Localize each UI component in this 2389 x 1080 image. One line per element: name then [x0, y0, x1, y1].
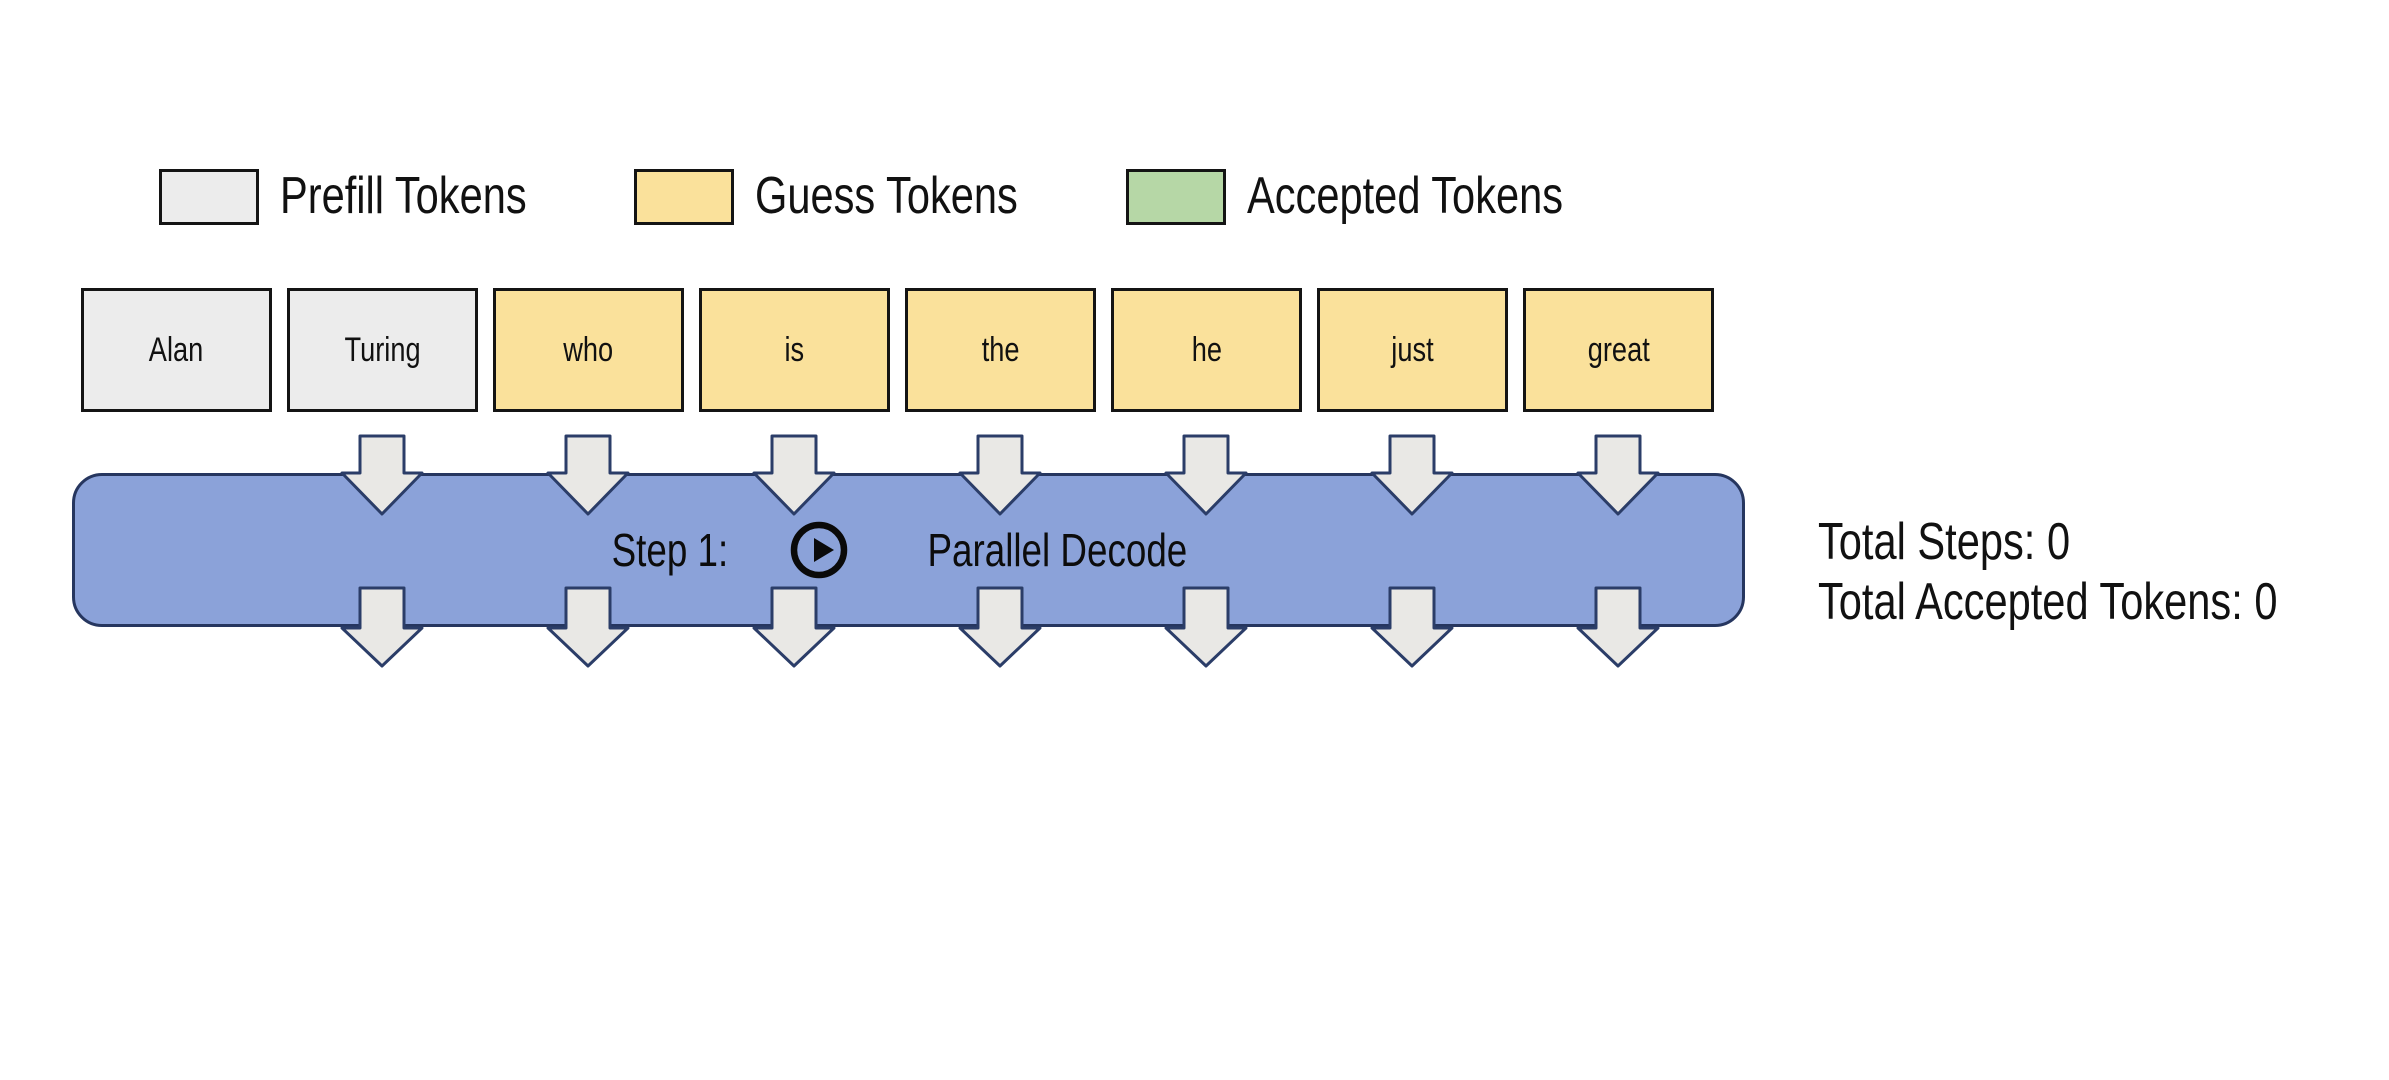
- decode-bar-label: Step 1: Parallel Decode: [72, 473, 1745, 627]
- stats-panel: Total Steps: 0 Total Accepted Tokens: 0: [1818, 512, 2389, 632]
- token-box: just: [1317, 288, 1508, 412]
- token-label: who: [563, 330, 614, 369]
- token-label: Alan: [149, 330, 204, 369]
- token-label: the: [981, 330, 1020, 369]
- play-circle-icon[interactable]: [788, 519, 850, 581]
- action-label: Parallel Decode: [927, 524, 1188, 576]
- total-accepted-label: Total Accepted Tokens:: [1818, 573, 2243, 631]
- legend-item-guess: Guess Tokens: [634, 167, 1084, 225]
- token-box: Turing: [287, 288, 478, 412]
- guess-swatch: [634, 168, 734, 225]
- legend-item-accepted: Accepted Tokens: [1126, 167, 1642, 225]
- total-steps-line: Total Steps: 0: [1818, 512, 2389, 572]
- total-accepted-line: Total Accepted Tokens: 0: [1818, 572, 2389, 632]
- legend-item-prefill: Prefill Tokens: [159, 167, 588, 225]
- token-box: he: [1111, 288, 1302, 412]
- prefill-swatch: [159, 168, 259, 225]
- legend-label-guess: Guess Tokens: [755, 167, 1018, 225]
- total-accepted-value: 0: [2254, 573, 2278, 631]
- step-label: Step 1:: [611, 524, 729, 576]
- token-label: Turing: [344, 330, 421, 369]
- total-steps-value: 0: [2046, 513, 2071, 571]
- legend-label-prefill: Prefill Tokens: [280, 167, 527, 225]
- token-box: Alan: [81, 288, 272, 412]
- token-label: is: [784, 330, 805, 369]
- accepted-swatch: [1126, 168, 1226, 225]
- total-steps-label: Total Steps:: [1818, 513, 2036, 571]
- token-label: great: [1587, 330, 1650, 369]
- token-label: just: [1391, 330, 1434, 369]
- token-label: he: [1191, 330, 1222, 369]
- legend-label-accepted: Accepted Tokens: [1247, 167, 1564, 225]
- token-box: great: [1523, 288, 1714, 412]
- token-box: who: [493, 288, 684, 412]
- token-box: is: [699, 288, 890, 412]
- token-box: the: [905, 288, 1096, 412]
